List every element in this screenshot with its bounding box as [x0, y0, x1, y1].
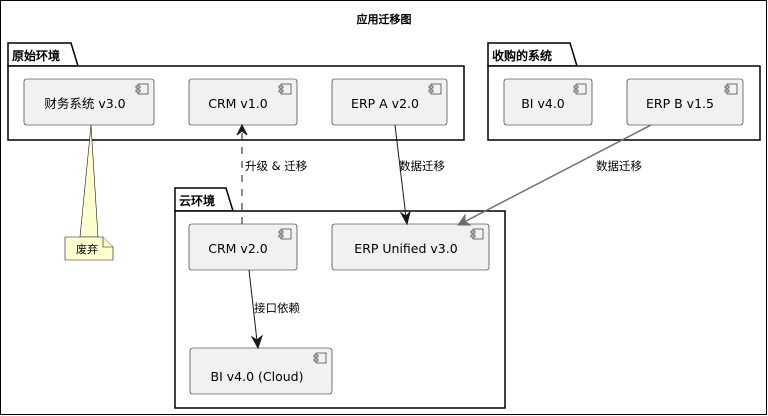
component-icon: [724, 83, 738, 95]
component-crm-v1-label: CRM v1.0: [208, 96, 267, 111]
arrowhead-icon: [236, 123, 248, 136]
component-finance[interactable]: 财务系统 v3.0: [23, 78, 155, 126]
edge-interface: 接口依赖: [248, 269, 300, 350]
component-icon: [278, 228, 292, 240]
component-erp-b-label: ERP B v1.5: [646, 96, 714, 111]
component-bi-cloud[interactable]: BI v4.0 (Cloud): [189, 347, 333, 395]
component-erp-unified-label: ERP Unified v3.0: [354, 241, 457, 256]
component-crm-v2-label: CRM v2.0: [208, 241, 267, 256]
arrowhead-icon: [457, 213, 472, 226]
component-icon: [428, 83, 442, 95]
arrowhead-icon: [399, 210, 411, 226]
component-finance-label: 财务系统 v3.0: [44, 96, 125, 111]
edge-erp-a-migration: 数据迁移: [394, 124, 445, 226]
component-icon: [135, 83, 149, 95]
component-icon: [470, 228, 484, 240]
component-crm-v2[interactable]: CRM v2.0: [188, 223, 298, 271]
arrowhead-icon: [250, 334, 264, 350]
component-bi-cloud-label: BI v4.0 (Cloud): [211, 369, 304, 384]
component-icon: [278, 83, 292, 95]
component-bi-v4-label: BI v4.0: [521, 96, 565, 111]
edge-upgrade: 升级 & 迁移: [236, 123, 308, 224]
component-erp-unified[interactable]: ERP Unified v3.0: [331, 223, 490, 271]
edge-erp-b-migration: 数据迁移: [457, 124, 652, 226]
package-acquired-label: 收购的系统: [492, 48, 552, 63]
component-icon: [573, 83, 587, 95]
package-cloud-label: 云环境: [179, 193, 215, 208]
component-erp-b[interactable]: ERP B v1.5: [626, 78, 744, 126]
note-deprecated-label: 废弃: [76, 242, 98, 256]
component-erp-a-label: ERP A v2.0: [351, 96, 419, 111]
edge-upgrade-label: 升级 & 迁移: [245, 159, 308, 173]
component-crm-v1[interactable]: CRM v1.0: [188, 78, 298, 126]
diagram-title: 应用迁移图: [357, 12, 412, 26]
component-erp-a[interactable]: ERP A v2.0: [331, 78, 448, 126]
edge-interface-label: 接口依赖: [254, 301, 300, 315]
package-legacy-label: 原始环境: [12, 48, 60, 63]
edge-erp-b-migration-label: 数据迁移: [596, 159, 642, 173]
component-bi-v4[interactable]: BI v4.0: [503, 78, 593, 126]
note-deprecated[interactable]: 废弃: [64, 124, 114, 261]
component-icon: [313, 352, 327, 364]
edge-erp-a-migration-label: 数据迁移: [399, 159, 445, 173]
